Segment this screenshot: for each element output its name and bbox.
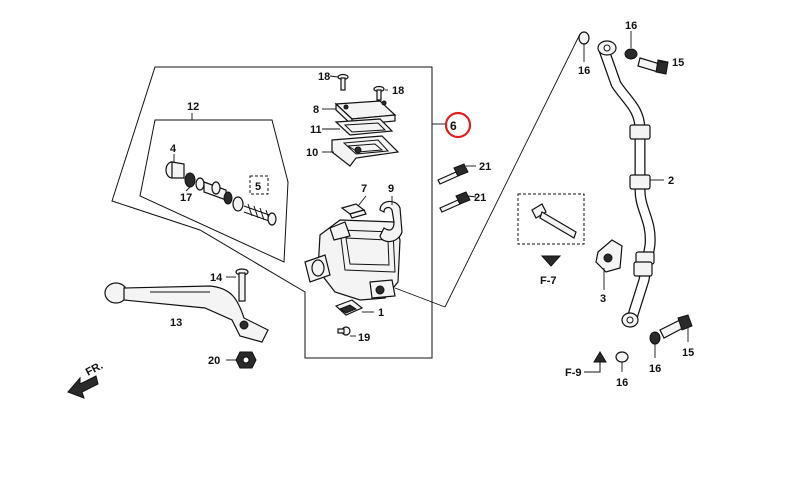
holder-bolt-upper xyxy=(437,163,469,185)
callout-11: 11 xyxy=(310,124,322,136)
piston-kit xyxy=(165,161,277,226)
master-cylinder-body xyxy=(304,219,401,301)
ref-f7: F-7 xyxy=(540,275,557,287)
sealing-washer-1 xyxy=(578,31,590,45)
callout-13: 13 xyxy=(170,317,182,329)
callout-16-top-left: 16 xyxy=(578,65,590,77)
sealing-washer-4 xyxy=(649,331,661,345)
callout-2: 2 xyxy=(668,175,674,187)
callout-5: 5 xyxy=(255,181,261,193)
callout-19: 19 xyxy=(358,332,370,344)
callout-16-top-right: 16 xyxy=(625,20,637,32)
screw-right xyxy=(373,85,385,101)
hose-clamp xyxy=(595,239,623,273)
callout-14: 14 xyxy=(210,272,223,284)
callout-16-bottom-left: 16 xyxy=(616,377,628,389)
callout-12: 12 xyxy=(187,101,199,113)
spring-box xyxy=(249,175,269,195)
sealing-washer-3 xyxy=(615,351,629,363)
callout-6: 6 xyxy=(450,119,457,133)
sealing-washer-2 xyxy=(624,48,638,60)
ref-f9: F-9 xyxy=(565,367,582,379)
ref-front: FR. xyxy=(84,360,105,379)
callout-7: 7 xyxy=(361,183,367,195)
callout-21-upper: 21 xyxy=(479,161,491,173)
switch-screw xyxy=(337,326,351,336)
callout-18-right: 18 xyxy=(392,85,404,97)
brake-lever xyxy=(104,282,269,343)
oil-bolt-top xyxy=(637,57,669,75)
assembly-frame xyxy=(111,66,433,359)
callout-9: 9 xyxy=(388,183,394,195)
holder-bolt-lower xyxy=(439,191,471,213)
callout-21-lower: 21 xyxy=(474,192,486,204)
callout-15-top: 15 xyxy=(672,57,684,69)
handlebar-holder xyxy=(379,200,403,243)
f7-reference-box xyxy=(517,193,585,245)
brake-switch xyxy=(334,299,364,316)
callout-8: 8 xyxy=(313,104,319,116)
callout-15-bottom: 15 xyxy=(682,347,694,359)
f7-arrow xyxy=(540,255,562,267)
callout-4: 4 xyxy=(170,143,177,155)
lever-pivot-bolt xyxy=(235,268,249,302)
callout-20: 20 xyxy=(208,355,220,367)
callout-3: 3 xyxy=(600,293,606,305)
highlight-ring xyxy=(444,111,472,139)
lever-nut xyxy=(235,351,257,369)
callout-16-bottom-right: 16 xyxy=(649,363,661,375)
oil-bolt-bottom xyxy=(659,314,693,339)
diaphragm-plate xyxy=(334,118,394,136)
diaphragm xyxy=(331,135,400,167)
callout-10: 10 xyxy=(306,147,318,159)
callout-1: 1 xyxy=(378,307,384,319)
screw-top xyxy=(337,73,349,91)
front-direction-arrow xyxy=(67,375,99,399)
callout-17: 17 xyxy=(180,192,192,204)
piston-kit-frame xyxy=(139,119,289,263)
reservoir-plug xyxy=(340,203,367,219)
callout-18-top: 18 xyxy=(318,71,330,83)
f7-bolt xyxy=(531,203,577,239)
f9-arrow xyxy=(593,351,607,363)
brake-hose xyxy=(597,40,656,328)
